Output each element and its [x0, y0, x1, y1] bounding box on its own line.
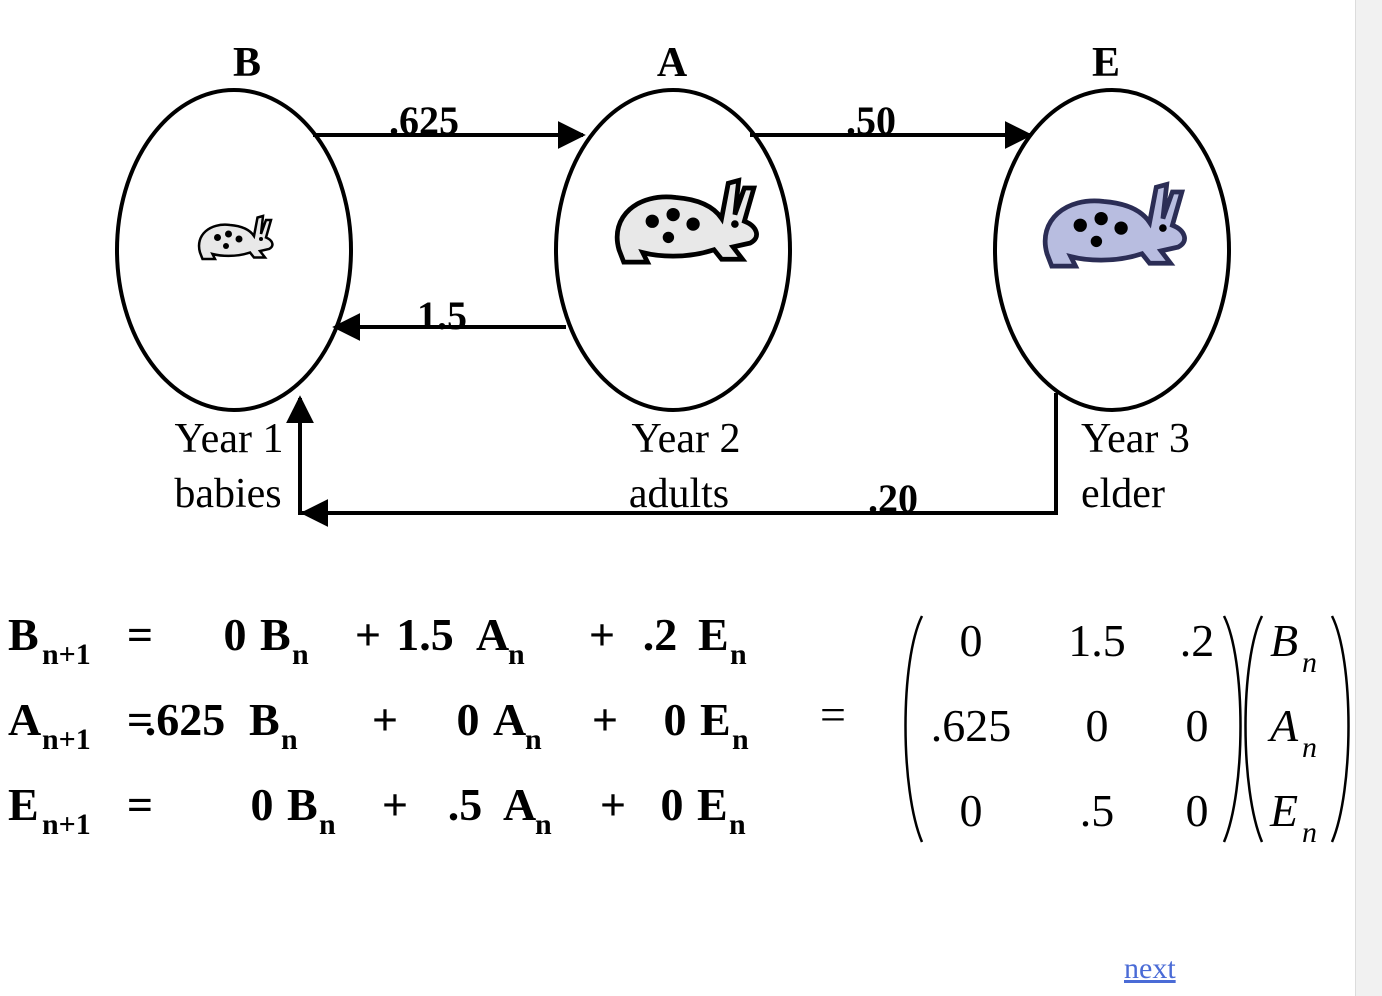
stage-node-e	[993, 88, 1231, 412]
equation-equals: =	[127, 779, 153, 830]
stage-name-a: adults	[629, 471, 729, 517]
equation-variable: E	[697, 779, 728, 830]
vector-subscript: n	[1302, 646, 1317, 679]
equation-variable-subscript: n	[729, 808, 746, 841]
matrix-entry: .2	[1180, 615, 1215, 666]
rate-a-to-e: .50	[846, 98, 896, 143]
matrix-left-paren	[904, 615, 924, 843]
equation-lhs: E	[8, 779, 39, 830]
equation-variable: A	[476, 609, 509, 660]
equation-operator: +	[355, 609, 381, 660]
equation-coefficient: .625	[145, 694, 226, 745]
equation-variable-subscript: n	[508, 638, 525, 671]
matrix-right-paren	[1222, 615, 1242, 843]
equation-variable: B	[287, 779, 318, 830]
next-link[interactable]: next	[1124, 952, 1176, 985]
vector-left-paren	[1244, 615, 1264, 843]
equation-variable: B	[260, 609, 291, 660]
equation-coefficient: 0	[664, 694, 687, 745]
equation-coefficient: .5	[448, 779, 483, 830]
matrix-entry: 0	[960, 785, 983, 836]
matrix-entry: 0	[1186, 785, 1209, 836]
equation-operator: +	[592, 694, 618, 745]
matrix-entry: 0	[1186, 700, 1209, 751]
matrix-equals-sign: =	[820, 689, 846, 740]
stage-letter-a: A	[657, 40, 688, 86]
equation-equals: =	[127, 609, 153, 660]
stage-name-b: babies	[174, 471, 281, 517]
equation-coefficient: 1.5	[396, 609, 454, 660]
equation-coefficient: 0	[457, 694, 480, 745]
equation-lhs: B	[8, 609, 39, 660]
equation-variable-subscript: n	[281, 723, 298, 756]
stage-year-a: Year 2	[632, 416, 741, 462]
equation-variable-subscript: n	[319, 808, 336, 841]
vector-subscript: n	[1302, 731, 1317, 764]
stage-node-b	[115, 88, 353, 412]
vector-subscript: n	[1302, 816, 1317, 849]
equation-operator: +	[600, 779, 626, 830]
stage-name-e: elder	[1081, 471, 1165, 517]
vertical-scrollbar[interactable]	[1355, 0, 1382, 996]
equation-operator: +	[589, 609, 615, 660]
equation-equals: =	[127, 694, 153, 745]
equation-variable-subscript: n	[525, 723, 542, 756]
rabbit-elder-icon	[1042, 181, 1187, 269]
rabbit-baby-icon	[197, 214, 274, 261]
equation-lhs-subscript: n+1	[42, 723, 91, 756]
equation-coefficient: 0	[251, 779, 274, 830]
equation-lhs-subscript: n+1	[42, 638, 91, 671]
stage-year-b: Year 1	[175, 416, 284, 462]
equation-operator: +	[372, 694, 398, 745]
equation-variable-subscript: n	[535, 808, 552, 841]
rate-a-to-b: 1.5	[417, 293, 467, 338]
equation-coefficient: .2	[643, 609, 678, 660]
matrix-entry: 0	[1086, 700, 1109, 751]
stage-year-e: Year 3	[1081, 416, 1190, 462]
stage-letter-e: E	[1092, 40, 1120, 86]
equation-lhs-subscript: n+1	[42, 808, 91, 841]
equation-variable: E	[698, 609, 729, 660]
rabbit-adult-icon	[614, 177, 759, 265]
equation-variable-subscript: n	[292, 638, 309, 671]
equation-variable-subscript: n	[730, 638, 747, 671]
vector-variable: E	[1269, 785, 1298, 836]
stage-node-a	[554, 88, 792, 412]
equation-operator: +	[382, 779, 408, 830]
stage-letter-b: B	[233, 40, 261, 86]
equation-variable: A	[503, 779, 536, 830]
matrix-entry: .5	[1080, 785, 1115, 836]
equation-variable: E	[700, 694, 731, 745]
vector-variable: B	[1270, 615, 1298, 666]
vector-variable: A	[1267, 700, 1299, 751]
arrow-e-to-b	[286, 393, 1058, 515]
matrix-entry: 1.5	[1068, 615, 1126, 666]
equation-variable: B	[249, 694, 280, 745]
equation-coefficient: 0	[224, 609, 247, 660]
equation-lhs: A	[8, 694, 41, 745]
rate-e-to-b: .20	[868, 476, 918, 521]
matrix-entry: 0	[960, 615, 983, 666]
rate-b-to-a: .625	[389, 98, 459, 143]
matrix-entry: .625	[931, 700, 1012, 751]
equation-variable-subscript: n	[732, 723, 749, 756]
transition-matrix: 0 1.5 .2 .625 0 0 0 .5 0	[931, 615, 1215, 836]
equation-coefficient: 0	[661, 779, 684, 830]
equation-variable: A	[493, 694, 526, 745]
vector-right-paren	[1330, 615, 1350, 843]
